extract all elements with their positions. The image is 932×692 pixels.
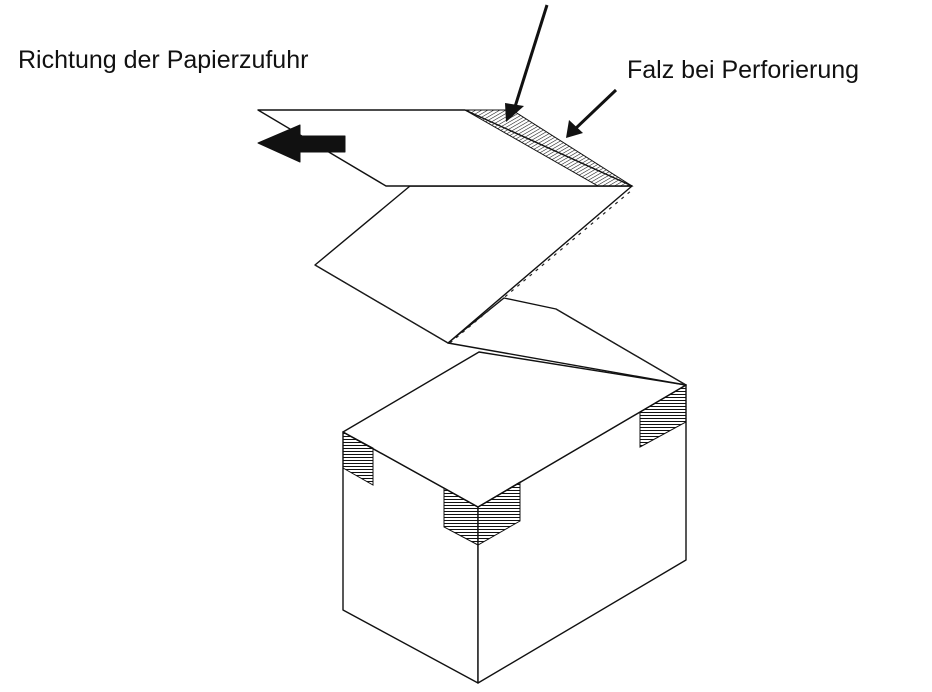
- pointer-arrow-fold: [566, 88, 618, 138]
- stack-edge-hatch-left: [342, 431, 374, 486]
- stack-edge-hatch-front: [443, 481, 521, 546]
- paper-sheet-middle: [314, 185, 633, 344]
- fold-at-perforation-label: Falz bei Perforierung: [627, 56, 860, 84]
- paper-feed-direction-label: Richtung der Papierzufuhr: [18, 46, 309, 74]
- pointer-arrow-top: [505, 4, 549, 122]
- perforation-line-lower: [555, 308, 687, 386]
- feed-direction-arrow-icon: [257, 124, 346, 163]
- fold-perforation-hatch: [463, 109, 634, 187]
- perforation-line-middle: [314, 264, 449, 344]
- stack-edge-hatch-right: [639, 384, 687, 448]
